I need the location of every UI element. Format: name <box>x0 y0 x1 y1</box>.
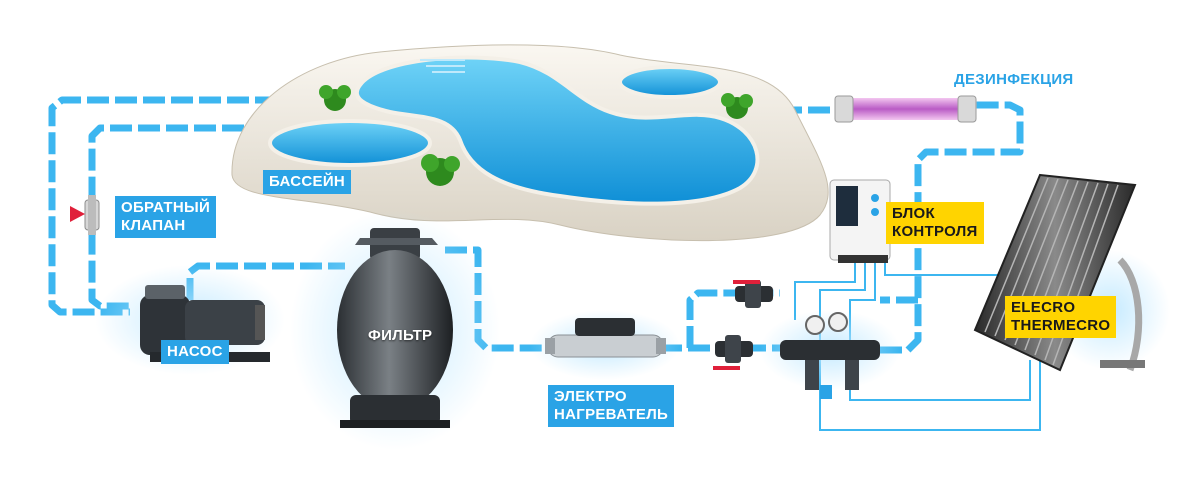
disinfection-label: ДЕЗИНФЕКЦИЯ <box>954 71 1074 88</box>
manifold-icon <box>760 310 900 399</box>
pool-icon <box>231 44 829 242</box>
solar-collector-label: ELECRO THERMECRO <box>1005 296 1117 338</box>
plant-icon <box>319 85 753 186</box>
control-unit-icon <box>829 179 891 263</box>
uv-lamp-icon <box>834 95 977 123</box>
filter-label: ФИЛЬТР <box>368 327 433 344</box>
control-unit-label: БЛОК КОНТРОЛЯ <box>886 202 984 244</box>
check-valve-label: ОБРАТНЫЙ КЛАПАН <box>115 196 217 238</box>
pump-icon <box>95 265 285 375</box>
pool-label: БАССЕЙН <box>263 170 352 194</box>
heater-label: ЭЛЕКТРО НАГРЕВАТЕЛЬ <box>548 385 675 427</box>
heater-icon <box>530 310 680 380</box>
solar-collector-icon <box>973 173 1170 372</box>
filter-icon <box>290 210 500 450</box>
ball-valve-icon <box>713 280 773 370</box>
pump-label: НАСОС <box>161 340 229 364</box>
check-valve-icon <box>70 195 100 235</box>
